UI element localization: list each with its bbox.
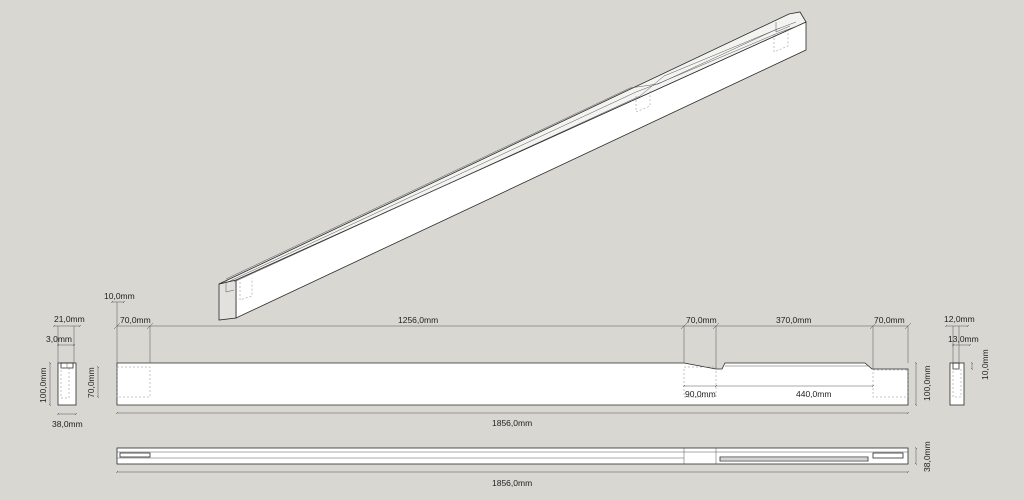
iso-hidden-mortise bbox=[773, 28, 789, 53]
dim-label-slot-3: 3,0mm bbox=[46, 334, 72, 344]
left-end-view: 21,0mm 3,0mm 100,0mm 38,0mm bbox=[38, 314, 85, 429]
dim-label-left-70: 70,0mm bbox=[120, 315, 151, 325]
dim-label-depth-10: 10,0mm bbox=[980, 349, 990, 380]
iso-pocket-line bbox=[775, 22, 791, 33]
dim-label-width-21: 21,0mm bbox=[54, 314, 85, 324]
dim-label-span-1256: 1256,0mm bbox=[398, 315, 438, 325]
isometric-view bbox=[218, 11, 807, 321]
dim-label-width-13: 13,0mm bbox=[948, 334, 979, 344]
right-end-view: 12,0mm 13,0mm 10,0mm bbox=[944, 314, 990, 406]
dim-label-right-70: 70,0mm bbox=[874, 315, 905, 325]
plan-outline bbox=[116, 447, 909, 465]
iso-hidden-mortise bbox=[635, 90, 651, 113]
dim-label-length-1856: 1856,0mm bbox=[492, 478, 532, 488]
iso-groove-line bbox=[225, 21, 797, 280]
left-end-hidden-mortise bbox=[60, 367, 70, 399]
dim-label-mid-70: 70,0mm bbox=[686, 315, 717, 325]
iso-hidden-mortise bbox=[239, 278, 253, 301]
dim-label-bottom-90: 90,0mm bbox=[685, 389, 716, 399]
front-hidden-mortise-left bbox=[116, 366, 151, 398]
iso-end-face bbox=[218, 279, 237, 321]
front-outline bbox=[116, 362, 909, 406]
plan-slot-left bbox=[119, 452, 151, 458]
iso-groove-line bbox=[229, 24, 801, 282]
dim-label-width-38: 38,0mm bbox=[52, 419, 83, 429]
dim-label-top-10: 10,0mm bbox=[104, 291, 135, 301]
left-end-outline bbox=[57, 362, 77, 406]
plan-view: 38,0mm 1856,0mm bbox=[115, 441, 932, 488]
front-hidden-mortise-right bbox=[872, 369, 909, 398]
right-end-hidden-mortise bbox=[952, 368, 962, 398]
dim-label-height-70: 70,0mm bbox=[86, 367, 96, 398]
plan-slot-right bbox=[872, 452, 904, 459]
dim-label-span-370: 370,0mm bbox=[776, 315, 811, 325]
front-hidden-mortise-mid bbox=[683, 366, 717, 398]
dim-label-height-100: 100,0mm bbox=[38, 368, 48, 403]
iso-groove-line bbox=[233, 27, 781, 283]
right-end-slot bbox=[952, 362, 960, 370]
dim-label-height-100: 100,0mm bbox=[922, 366, 932, 401]
dim-label-width-12: 12,0mm bbox=[944, 314, 975, 324]
dim-label-thickness-38: 38,0mm bbox=[922, 441, 932, 472]
front-elevation: 10,0mm 70,0mm 1256,0mm 70,0mm 370,0mm 70… bbox=[86, 291, 932, 428]
iso-pocket-line bbox=[225, 281, 235, 293]
dim-label-bottom-440: 440,0mm bbox=[796, 389, 831, 399]
dim-label-length-1856: 1856,0mm bbox=[492, 418, 532, 428]
